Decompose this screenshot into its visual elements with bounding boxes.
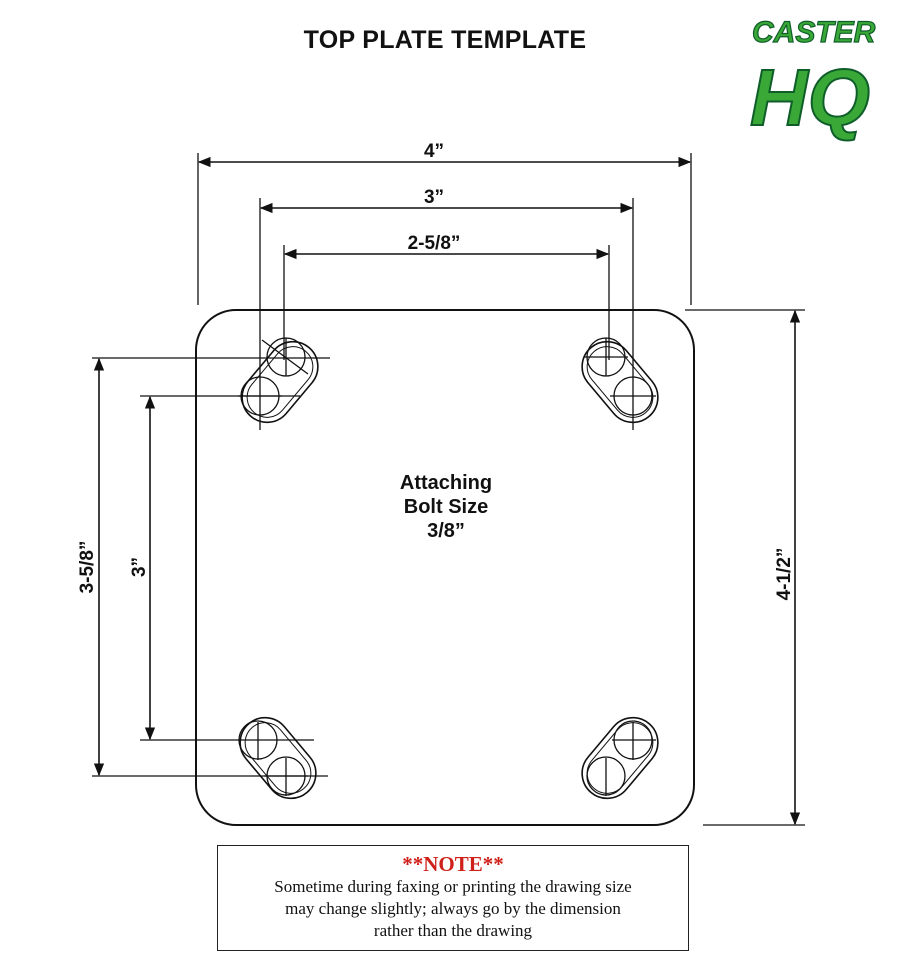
note-title: **NOTE**	[402, 852, 504, 876]
dim-bolt-outer-width-label: 3”	[424, 187, 444, 208]
bolt-size-label-line2: Bolt Size	[404, 496, 488, 518]
plate-outline	[195, 309, 695, 826]
dimension-lines	[93, 156, 801, 826]
page-title: TOP PLATE TEMPLATE	[303, 26, 587, 54]
note-line-2: may change slightly; always go by the di…	[285, 899, 621, 918]
bolt-size-label-line3: 3/8”	[427, 520, 465, 542]
dim-bolt-inner-width-label: 2-5/8”	[408, 233, 461, 254]
note-line-1: Sometime during faxing or printing the d…	[274, 877, 632, 896]
logo-hq-text: HQ	[750, 53, 870, 142]
dim-bolt-outer-height-label: 3-5/8”	[77, 541, 98, 594]
note-line-3: rather than the drawing	[373, 921, 533, 940]
casterhq-logo: CASTER HQ	[749, 15, 876, 143]
extension-lines	[92, 153, 805, 826]
note-box: **NOTE** Sometime during faxing or print…	[217, 845, 689, 951]
dim-bolt-inner-height-label: 3”	[129, 557, 150, 577]
logo-caster-text: CASTER	[752, 16, 876, 49]
dim-overall-height-label: 4-1/2”	[774, 548, 795, 601]
dim-overall-width-label: 4”	[424, 141, 444, 162]
bolt-size-label-line1: Attaching	[400, 472, 492, 494]
